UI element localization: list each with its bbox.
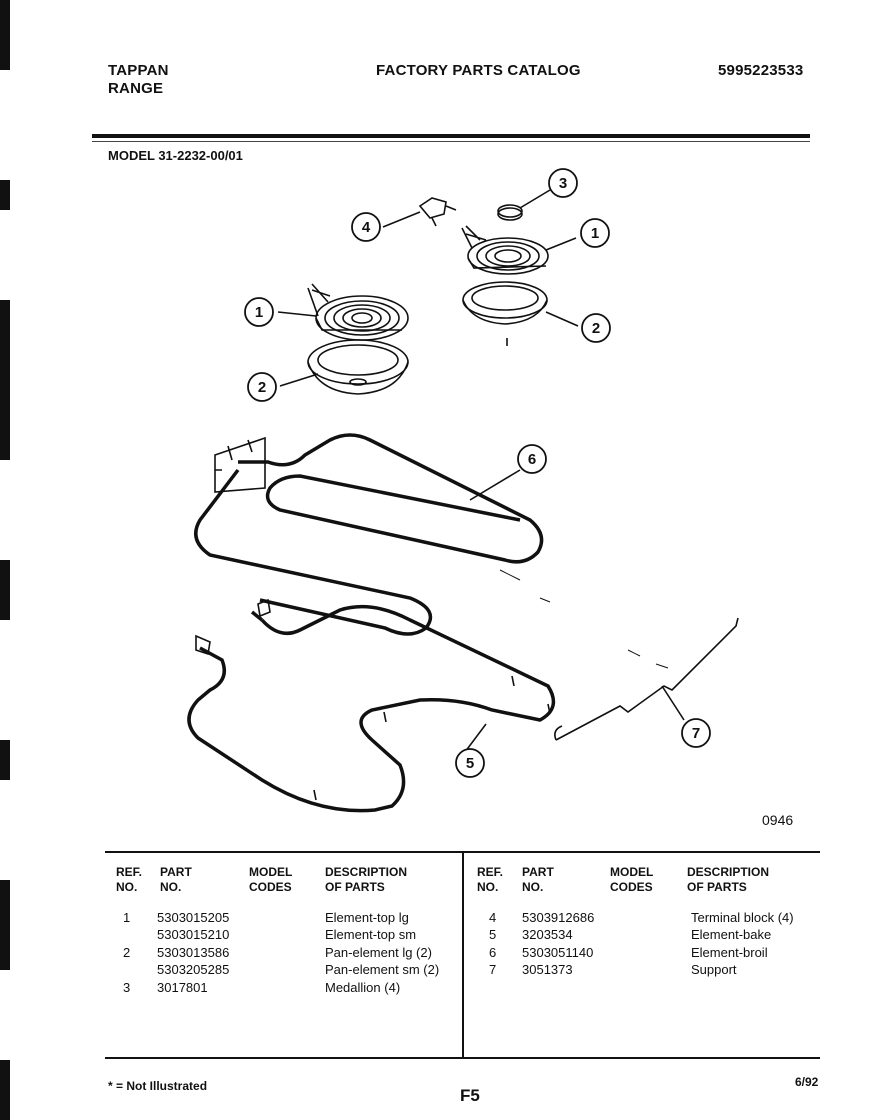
header-description: DESCRIPTION OF PARTS (687, 865, 770, 894)
revision-date: 6/92 (795, 1075, 819, 1089)
drip-pan-small (462, 281, 548, 346)
table-bottom-rule (105, 1057, 820, 1059)
callout-label: 2 (258, 379, 266, 396)
callout-label: 7 (692, 725, 700, 742)
callout-1-left (244, 297, 274, 327)
medallion (497, 204, 523, 221)
row-ref: 2 (123, 945, 131, 960)
callout-3 (548, 168, 578, 198)
broil-element-bracket (214, 436, 266, 493)
row-part: 5303205285 (157, 962, 230, 977)
row-desc: Pan-element sm (2) (325, 962, 440, 977)
row-ref: 6 (489, 945, 497, 960)
callout-4 (351, 212, 381, 242)
row-part: 3017801 (157, 980, 208, 995)
callout-label: 2 (592, 320, 600, 337)
header-part-no: PART NO. (160, 865, 192, 894)
table-divider (462, 852, 464, 1058)
row-ref: 1 (123, 910, 131, 925)
header-model-codes: MODEL CODES (610, 865, 654, 894)
row-part: 5303051140 (522, 945, 594, 960)
callout-2-right (581, 313, 611, 343)
figure-code: 0946 (762, 812, 794, 828)
row-part: 5303013586 (157, 945, 230, 960)
callout-label: 5 (466, 755, 474, 772)
callout-2-left (247, 372, 277, 402)
row-ref: 4 (489, 910, 497, 925)
callout-label: 1 (591, 225, 599, 242)
footnote: * = Not Illustrated (108, 1079, 208, 1093)
callout-label: 6 (528, 451, 536, 468)
row-ref: 5 (489, 927, 497, 942)
brand-name: TAPPAN (108, 62, 169, 79)
row-desc: Medallion (4) (325, 980, 401, 995)
callout-5 (455, 748, 485, 778)
callout-label: 4 (362, 219, 371, 236)
scan-edge (0, 0, 22, 1120)
row-part: 5303015210 (157, 927, 230, 942)
callout-7 (681, 718, 711, 748)
surface-element-large (307, 283, 409, 341)
callout-label: 1 (255, 304, 263, 321)
row-part: 5303015205 (157, 910, 230, 925)
page-number: F5 (460, 1086, 480, 1105)
header-model-codes: MODEL CODES (249, 865, 293, 894)
catalog-title: FACTORY PARTS CATALOG (376, 62, 581, 79)
row-desc: Element-broil (691, 945, 768, 960)
row-desc: Element-bake (691, 927, 772, 942)
surface-element-small (461, 225, 549, 275)
callout-label: 3 (559, 175, 567, 192)
drip-pan-large (307, 339, 409, 395)
row-ref: 3 (123, 980, 131, 995)
row-part: 3203534 (522, 927, 573, 942)
catalog-number: 5995223533 (718, 62, 804, 79)
row-desc: Pan-element lg (2) (325, 945, 432, 960)
broil-element (194, 433, 544, 636)
row-part: 5303912686 (522, 910, 595, 925)
callout-1-right (580, 218, 610, 248)
product-name: RANGE (108, 80, 164, 97)
header-ref-no: REF. NO. (116, 865, 143, 894)
model-number: MODEL 31-2232-00/01 (108, 148, 243, 163)
header-description: DESCRIPTION OF PARTS (325, 865, 408, 894)
row-ref: 7 (489, 962, 497, 977)
row-desc: Terminal block (4) (691, 910, 794, 925)
row-part: 3051373 (522, 962, 573, 977)
header-part-no: PART NO. (522, 865, 554, 894)
header-rule-thin (92, 141, 810, 142)
row-desc: Element-top lg (325, 910, 409, 925)
bake-element (187, 604, 556, 813)
row-desc: Element-top sm (325, 927, 417, 942)
header-ref-no: REF. NO. (477, 865, 504, 894)
parts-diagram: 4 1 2 3 1 2 6 5 7 (187, 168, 739, 813)
terminal-block (418, 197, 457, 227)
header-rule (92, 134, 810, 138)
row-desc: Support (691, 962, 737, 977)
callout-6 (517, 444, 547, 474)
support-rod (554, 617, 739, 741)
